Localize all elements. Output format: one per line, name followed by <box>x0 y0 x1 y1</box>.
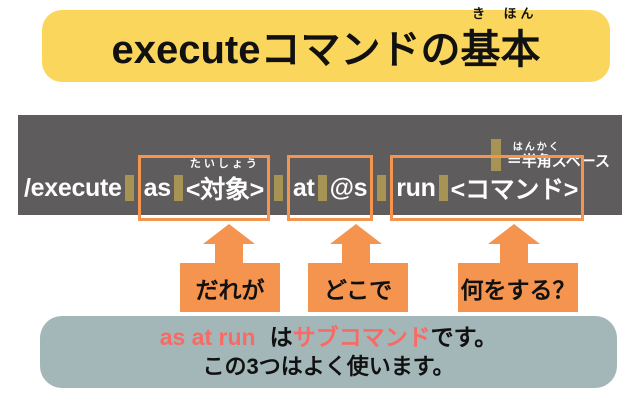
note-line-2: この3つはよく使います。 <box>202 354 455 379</box>
label-who: だれが <box>180 263 280 312</box>
token-at: at <box>292 173 315 202</box>
note-text: は <box>269 324 293 350</box>
note-subcommand-word: サブコマンド <box>292 324 431 350</box>
label-what: 何をする？ <box>458 263 578 312</box>
command-bar: ＝ はんかく 半角 スペース /execute as たいしょう <対象> <box>18 115 622 221</box>
note-subcommands: as at run <box>159 324 256 350</box>
arrow-stem <box>500 244 528 263</box>
arrow-head <box>488 224 540 244</box>
bracket-open: < <box>450 176 466 204</box>
page-title: executeコマンドの き 基 ほん 本 <box>111 6 541 75</box>
up-arrow-icon <box>203 224 255 263</box>
space-marker-icon <box>273 175 283 201</box>
kanji: 基 <box>460 28 501 72</box>
title-text: executeコマンドの <box>111 28 461 72</box>
furigana: たいしょう <box>189 158 260 170</box>
space-marker-icon <box>124 175 134 201</box>
command-prefix: /execute <box>24 173 122 202</box>
token-target: たいしょう <対象> <box>185 158 265 206</box>
note-box: as at run はサブコマンドです。 この3つはよく使います。 <box>40 316 617 388</box>
arrow-stem <box>342 244 370 263</box>
furigana: ほん <box>503 6 538 21</box>
note-text: です。 <box>430 324 498 350</box>
furigana: き <box>471 6 489 21</box>
furigana: はんかく <box>512 142 561 153</box>
space-marker-icon <box>317 175 327 201</box>
arg-text: コマンド <box>464 176 564 204</box>
token-run: run <box>396 173 436 202</box>
note-line-1: as at run はサブコマンドです。 <box>160 322 498 352</box>
title-banner: executeコマンドの き 基 ほん 本 <box>42 6 610 82</box>
token-selector: @s <box>329 173 368 202</box>
label-where: どこで <box>308 263 408 312</box>
token-command: <コマンド> <box>450 170 579 206</box>
syntax-box-at: at @s <box>286 155 374 221</box>
arrow-stem <box>215 244 243 263</box>
arrow-head <box>330 224 382 244</box>
syntax-box-as: as たいしょう <対象> <box>137 155 270 221</box>
bracket-open: < <box>185 176 201 204</box>
space-marker-icon <box>377 175 387 201</box>
kanji: 本 <box>500 28 541 72</box>
bracket-close: > <box>249 176 265 204</box>
space-marker-icon <box>173 175 183 201</box>
command-line: /execute as たいしょう <対象> at @s run <box>24 155 585 221</box>
title-kanji-hon: ほん 本 <box>500 6 541 75</box>
bracket-close: > <box>563 176 579 204</box>
arrow-head <box>203 224 255 244</box>
space-marker-icon <box>438 175 448 201</box>
token-as: as <box>143 173 172 202</box>
arg-text: 対象 <box>200 176 250 204</box>
title-kanji-ki: き 基 <box>460 6 501 75</box>
up-arrow-icon <box>330 224 382 263</box>
syntax-box-run: run <コマンド> <box>390 155 585 221</box>
up-arrow-icon <box>488 224 540 263</box>
